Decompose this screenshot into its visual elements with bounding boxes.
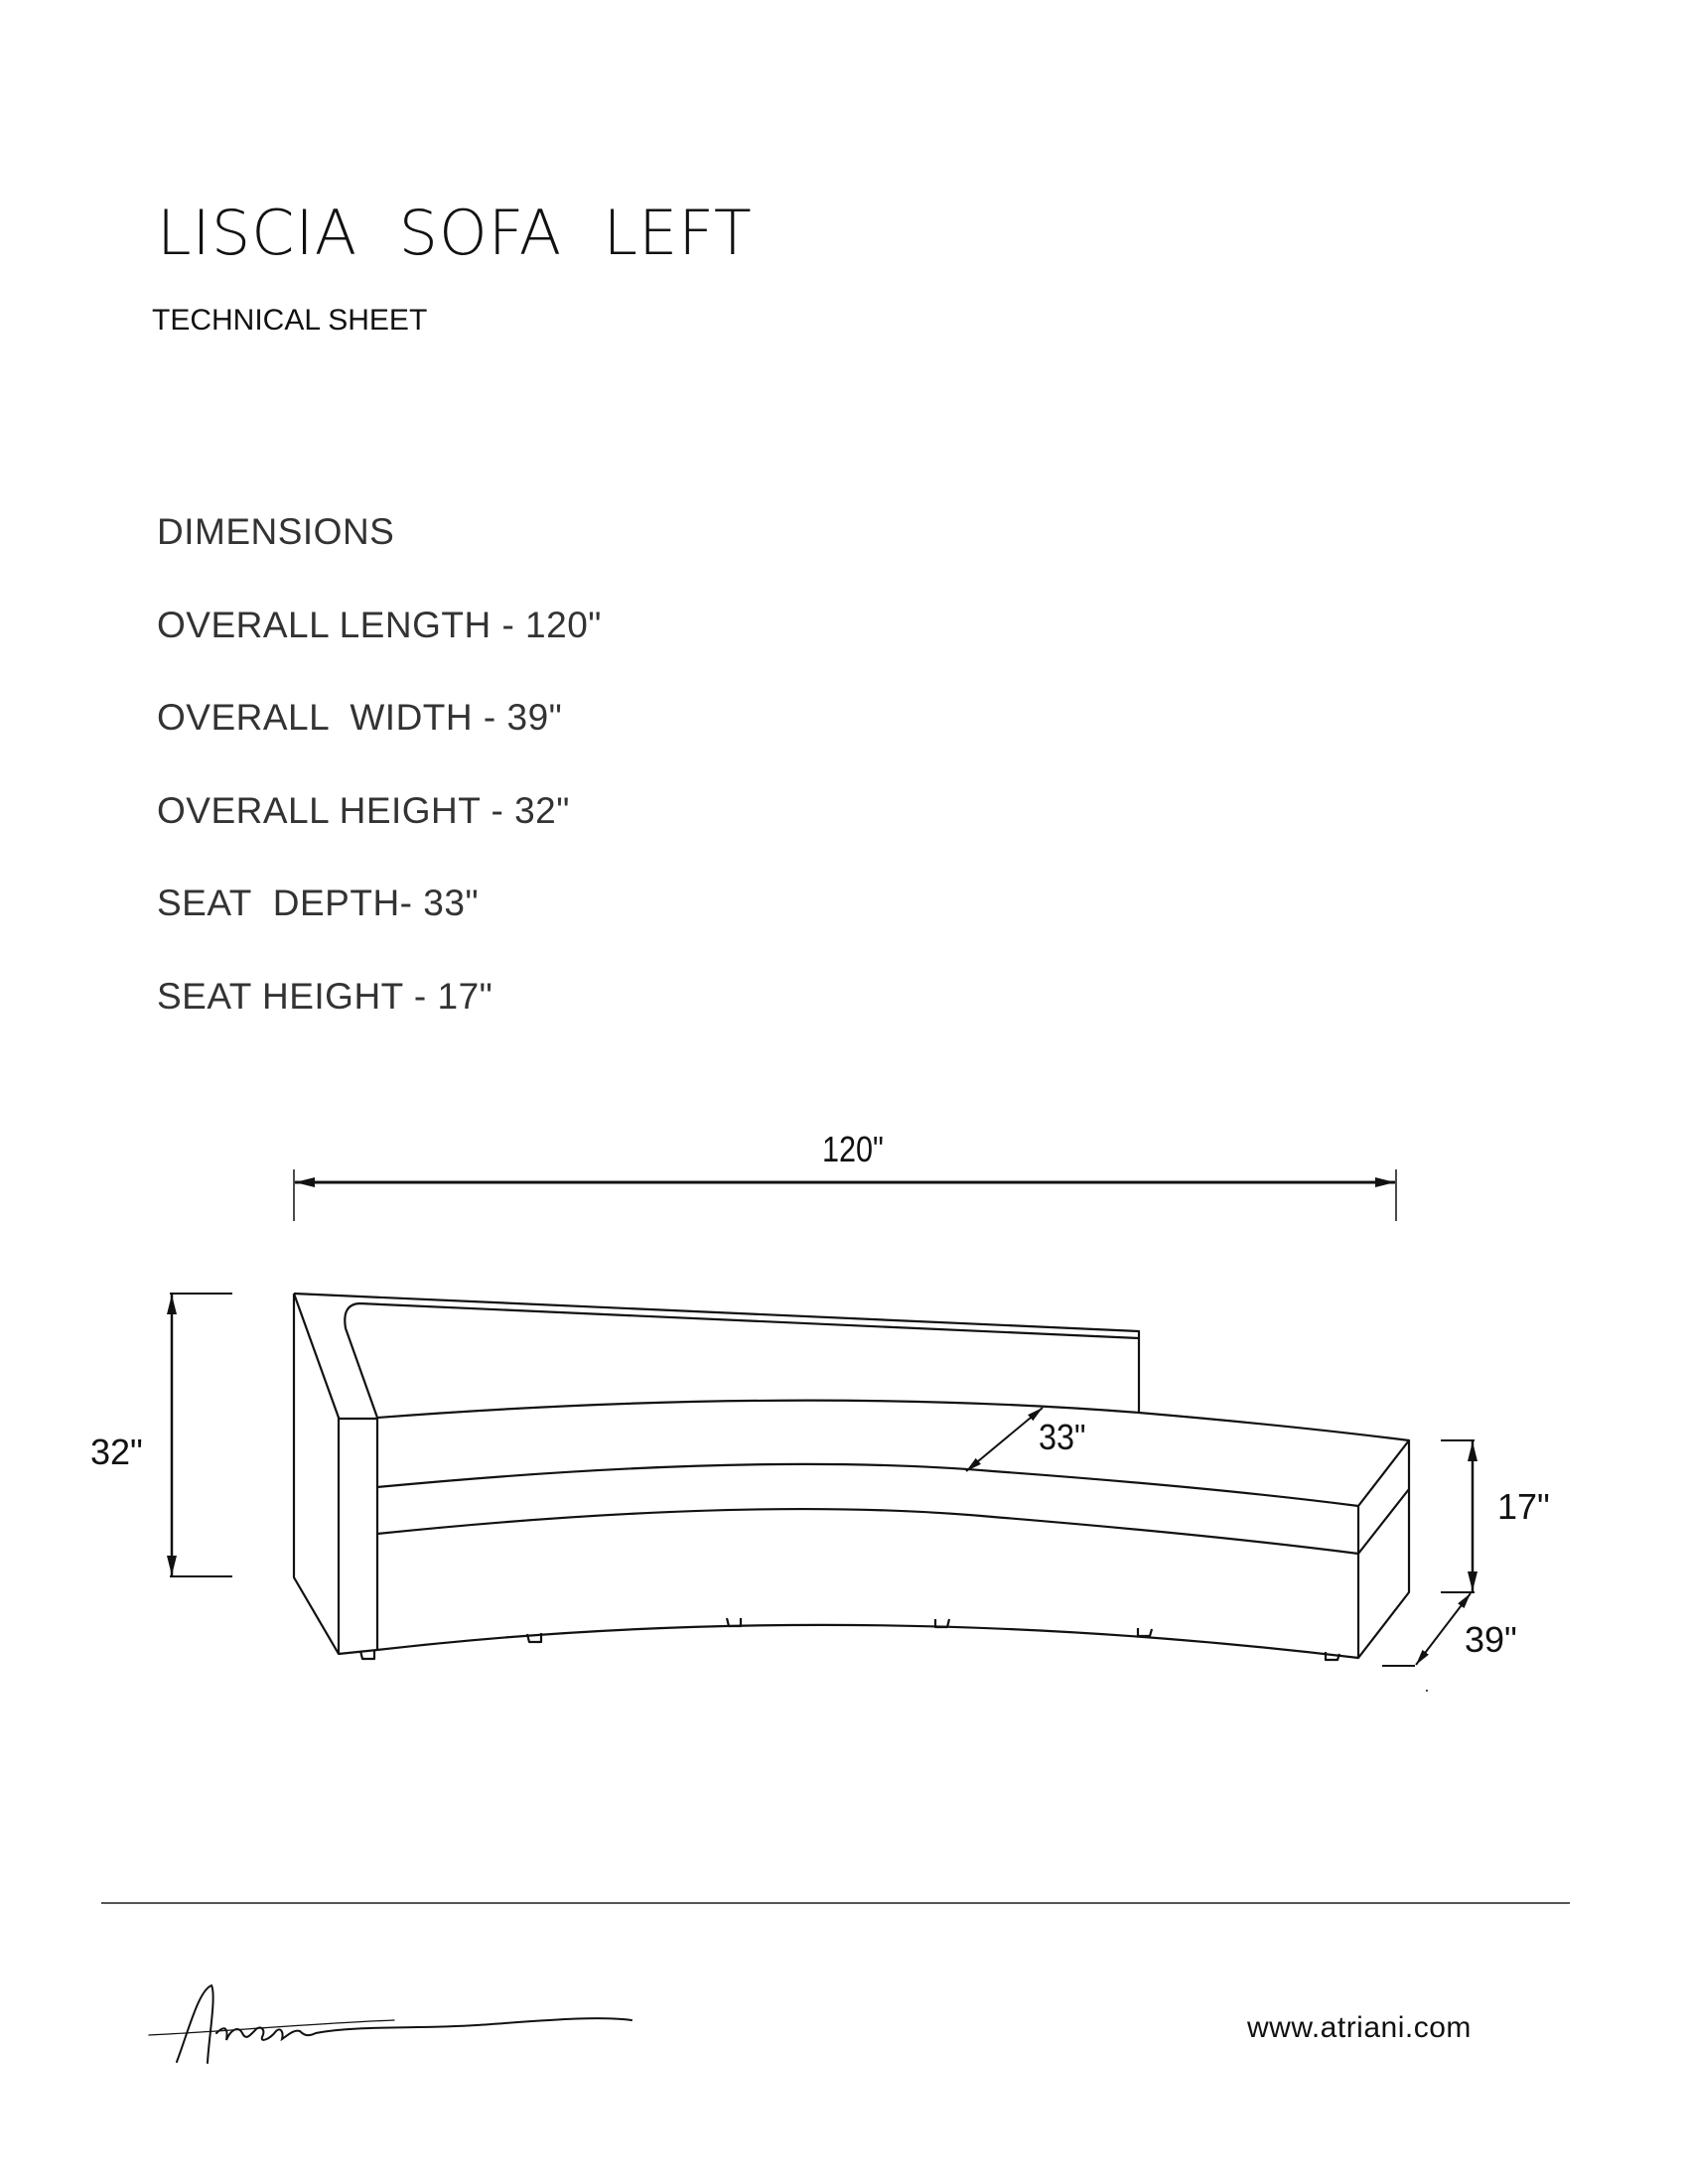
dimension-overall-width: OVERALL WIDTH - 39" [157, 697, 563, 738]
atriani-logo [148, 1983, 633, 2064]
width-label: 39" [1465, 1619, 1517, 1660]
page-title: LISCIA SOFA LEFT [157, 197, 753, 269]
seat-depth-label: 33" [1039, 1418, 1086, 1457]
dimension-overall-height: OVERALL HEIGHT - 32" [157, 789, 570, 831]
height-label: 32" [90, 1432, 143, 1472]
dimensions-heading: DIMENSIONS [157, 511, 395, 552]
length-label: 120" [822, 1131, 884, 1170]
seat-height-label: 17" [1497, 1486, 1550, 1527]
width-dimension [1382, 1592, 1472, 1692]
dimension-seat-depth: SEAT DEPTH- 33" [157, 883, 480, 923]
sofa-outline [292, 1292, 1411, 1662]
height-dimension [167, 1293, 232, 1577]
dimension-overall-length: OVERALL LENGTH - 120" [157, 604, 602, 645]
page-subtitle: TECHNICAL SHEET [152, 304, 428, 337]
seat-depth-dimension [965, 1407, 1044, 1472]
length-dimension [293, 1169, 1397, 1221]
website-link[interactable]: www.atriani.com [1247, 2011, 1472, 2044]
dimension-seat-height: SEAT HEIGHT - 17" [157, 975, 493, 1017]
dimensions-list: DIMENSIONS OVERALL LENGTH - 120" OVERALL… [157, 467, 602, 1042]
footer-divider [101, 1902, 1570, 1904]
seat-height-dimension [1441, 1439, 1477, 1593]
